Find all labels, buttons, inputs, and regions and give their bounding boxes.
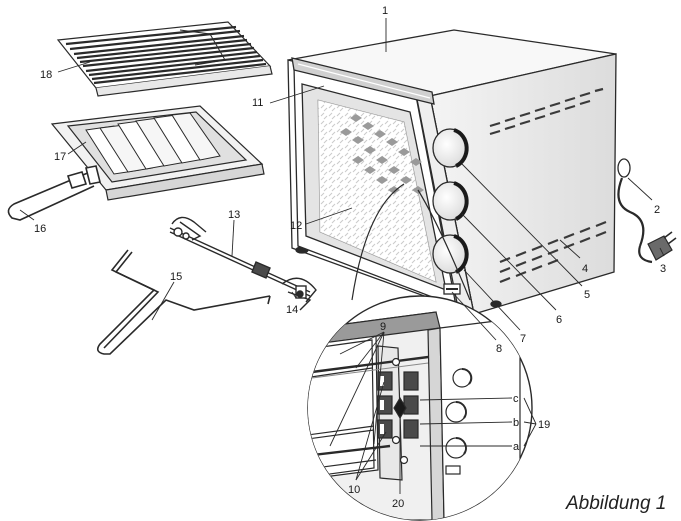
callout-2: 2	[654, 204, 660, 216]
detail-magnifier	[307, 183, 533, 521]
retrieval-fork	[96, 249, 271, 355]
callout-5: 5	[584, 289, 590, 301]
callout-4: 4	[582, 263, 588, 275]
callout-a: a	[513, 441, 520, 453]
leader-lines	[19, 18, 665, 494]
power-cord	[617, 158, 677, 264]
callout-14: 14	[286, 304, 298, 316]
callout-1: 1	[382, 5, 388, 17]
drip-tray	[50, 105, 265, 201]
figure-caption: Abbildung 1	[566, 493, 667, 514]
callout-9: 9	[380, 321, 386, 333]
callout-18: 18	[40, 69, 52, 81]
control-knobs	[432, 128, 469, 295]
callout-20: 20	[392, 498, 404, 510]
oven-door	[291, 57, 457, 308]
callout-11: 11	[252, 97, 263, 109]
callout-6: 6	[556, 314, 562, 326]
callout-19: 19	[538, 419, 550, 431]
callout-labels: 1 2 3 4 5 6 7 8 9 10 11 12 13 14 15 16 1…	[34, 5, 666, 510]
tray-handle	[7, 165, 101, 221]
callout-c: c	[513, 393, 519, 405]
callout-b: b	[513, 417, 519, 429]
callout-10: 10	[348, 484, 360, 496]
callout-16: 16	[34, 223, 46, 235]
callout-13: 13	[228, 209, 240, 221]
grill-rack	[56, 21, 273, 97]
callout-3: 3	[660, 263, 666, 275]
callout-8: 8	[496, 343, 502, 355]
callout-7: 7	[520, 333, 526, 345]
callout-15: 15	[170, 271, 182, 283]
rotisserie-spit	[169, 216, 317, 311]
callout-17: 17	[54, 151, 66, 163]
callout-12: 12	[290, 220, 302, 232]
